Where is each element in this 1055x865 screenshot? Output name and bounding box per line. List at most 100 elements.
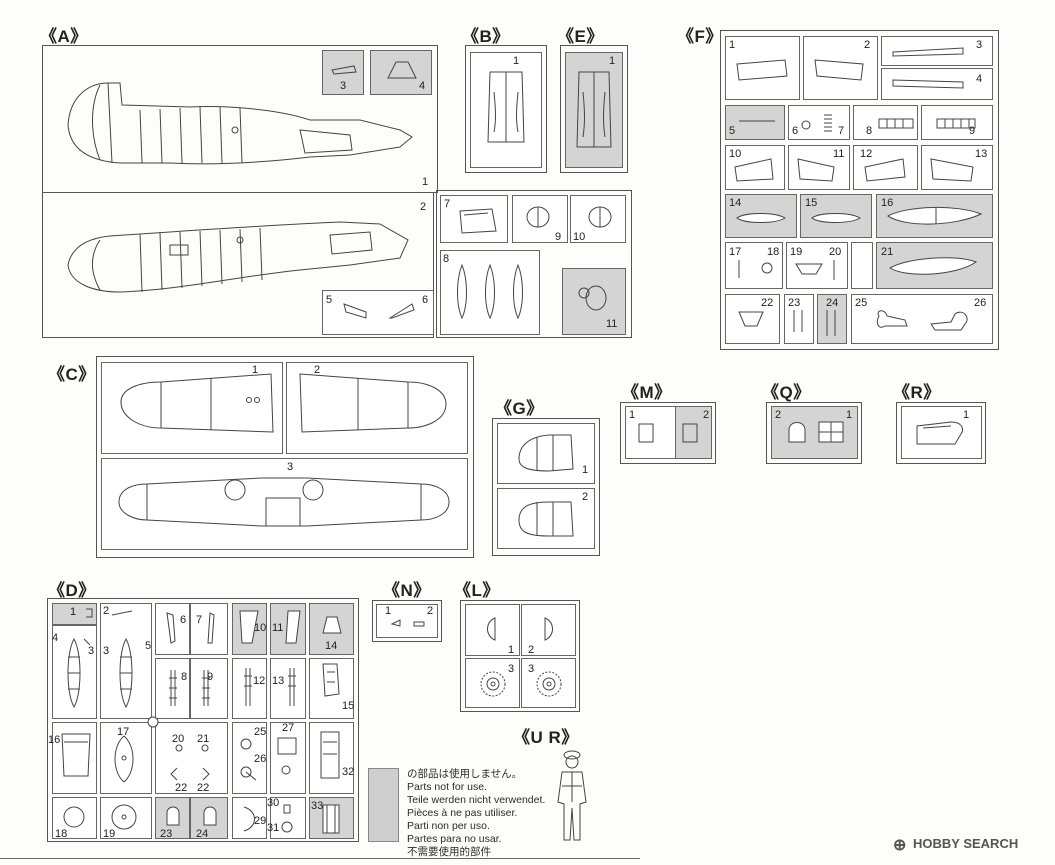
- part-a4-number: 4: [419, 80, 426, 92]
- part-f11-drawing: [797, 158, 835, 182]
- part-c1-cell: [101, 362, 283, 454]
- part-a7-number: 7: [444, 198, 451, 210]
- parts-a5-a6-drawing: [343, 303, 415, 319]
- part-g1-drawing: [518, 434, 574, 472]
- part-c1-number: 1: [252, 364, 259, 376]
- part-d3b-number: 3: [103, 645, 110, 657]
- part-d30-number: 30: [267, 797, 280, 809]
- part-f19-number: 19: [790, 246, 803, 258]
- sprue-n-frame: [372, 600, 442, 642]
- part-f12-drawing: [864, 158, 906, 182]
- legend-line-es: Partes para no usar.: [407, 833, 502, 845]
- part-n1-number: 1: [385, 605, 392, 617]
- part-f11-number: 11: [833, 148, 845, 160]
- part-d22a-number: 22: [175, 782, 188, 794]
- part-f14-number: 14: [729, 197, 742, 209]
- sprue-g-frame: [492, 418, 600, 556]
- parts-d2-d5-cell: [100, 603, 152, 719]
- part-l3a-cell: [465, 658, 520, 708]
- part-d6-cell: [155, 603, 190, 655]
- part-f25-number: 25: [855, 297, 868, 309]
- part-l1-number: 1: [508, 644, 515, 656]
- sprue-a-side-frame: [436, 190, 632, 338]
- part-d2-number: 2: [103, 605, 110, 617]
- part-f26-number: 26: [974, 297, 987, 309]
- part-f13-drawing: [930, 158, 974, 182]
- part-f21-number: 21: [881, 246, 894, 258]
- part-a3-cell: [322, 50, 364, 95]
- parts-f6-f7-cell: [788, 105, 850, 140]
- part-f24-drawing: [826, 310, 836, 336]
- part-d20-number: 20: [172, 733, 185, 745]
- part-f4-drawing: [892, 79, 964, 89]
- part-f13-number: 13: [975, 148, 988, 160]
- part-f3-cell: [881, 36, 993, 66]
- part-f8-cell: [853, 105, 918, 140]
- part-d12-number: 12: [253, 675, 266, 687]
- part-g1-cell: [497, 423, 595, 484]
- part-f23-cell: [784, 294, 814, 344]
- parts-f25-f26-cell: [851, 294, 993, 344]
- part-n2-number: 2: [427, 605, 434, 617]
- part-d24-number: 24: [196, 828, 209, 840]
- part-a11-number: 11: [606, 318, 618, 330]
- sprue-l-label: 《L》: [454, 581, 500, 600]
- part-l3a-wheel-drawing: [480, 671, 506, 697]
- part-d13-drawing: [288, 668, 296, 706]
- part-d11-number: 11: [272, 622, 284, 634]
- part-g1-number: 1: [582, 464, 589, 476]
- part-d18-cell: [52, 797, 97, 839]
- part-l1-cell: [465, 604, 520, 656]
- parts-q1-q2-drawing: [788, 421, 844, 443]
- bottom-rule: [0, 858, 640, 859]
- part-l3b-wheel-drawing: [536, 671, 562, 697]
- part-d3-number: 3: [88, 645, 95, 657]
- sprue-d-gate-circle: [147, 716, 159, 728]
- part-d15-cell: [309, 658, 354, 719]
- part-d23-number: 23: [160, 828, 173, 840]
- part-f4-number: 4: [976, 73, 983, 85]
- part-f5-cell: [725, 105, 785, 140]
- part-f8-drawing: [878, 118, 914, 129]
- part-b1-number: 1: [513, 55, 520, 67]
- part-f22-drawing: [738, 311, 764, 327]
- part-d9-number: 9: [207, 671, 214, 683]
- part-c2-wing-drawing: [299, 373, 447, 433]
- sprue-a-frame-top: [42, 45, 438, 193]
- parts-d20-d21-d22-cell: [155, 722, 228, 794]
- part-d10-number: 10: [254, 622, 267, 634]
- part-f10-number: 10: [729, 148, 742, 160]
- part-l3b-cell: [521, 658, 576, 708]
- part-r1-cell: [901, 406, 982, 459]
- legend-line-de: Teile werden nicht verwendet.: [407, 794, 546, 806]
- part-f3-number: 3: [976, 39, 983, 51]
- unused-parts-swatch: [368, 768, 399, 842]
- part-a11-drawing: [578, 285, 607, 311]
- part-m2-number: 2: [703, 409, 710, 421]
- part-a10-number: 10: [573, 231, 586, 243]
- part-d17-number: 17: [117, 726, 130, 738]
- part-f1-drawing: [736, 59, 788, 81]
- part-e1-number: 1: [609, 55, 616, 67]
- part-g2-drawing: [518, 501, 574, 537]
- part-a11-cell: [562, 268, 626, 335]
- part-d19-drawing: [111, 804, 137, 830]
- part-d1-number: 1: [70, 606, 77, 618]
- sprue-a-label: 《A》: [40, 27, 88, 46]
- part-l2-drawing: [544, 617, 553, 641]
- part-d15-number: 15: [342, 700, 355, 712]
- sprue-e-label: 《E》: [557, 27, 604, 46]
- pilot-figure-drawing: [557, 750, 587, 841]
- part-d7-number: 7: [196, 614, 203, 626]
- legend-line-fr: Pièces à ne pas utiliser.: [407, 807, 518, 819]
- part-f15-drawing: [811, 213, 861, 223]
- sprue-d-frame: [47, 598, 359, 842]
- sprue-g-label: 《G》: [495, 399, 544, 418]
- fuselage-half-1-drawing: [67, 82, 413, 165]
- parts-f19-f20-drawing: [795, 260, 835, 280]
- sprue-r-label: 《R》: [893, 383, 941, 402]
- part-d23-cell: [155, 797, 190, 839]
- part-a9-cell: [512, 195, 568, 243]
- part-d18-drawing: [63, 806, 85, 828]
- part-m2-cell: [675, 406, 712, 459]
